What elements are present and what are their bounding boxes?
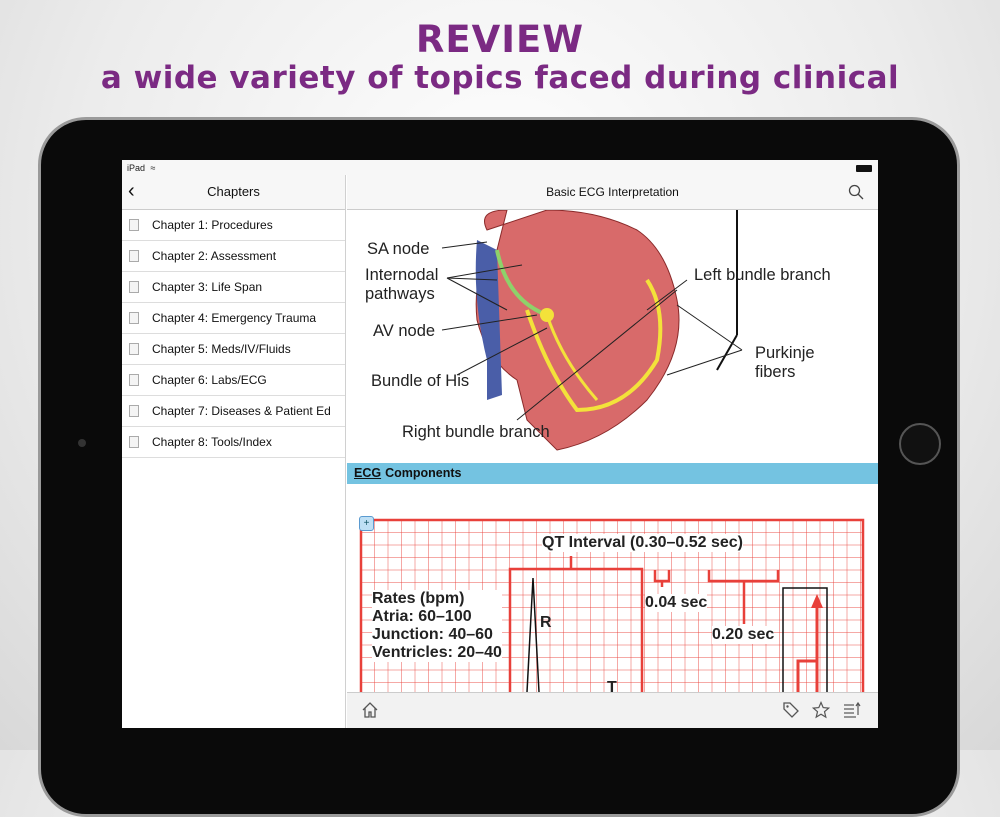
rates-title: Rates (bpm) — [372, 590, 465, 607]
document-icon — [129, 405, 139, 417]
document-icon — [129, 281, 139, 293]
large-box-label: 0.20 sec — [712, 626, 775, 644]
wifi-icon: ≈ — [150, 163, 156, 173]
chapter-row[interactable]: Chapter 1: Procedures — [122, 210, 345, 241]
document-icon — [129, 436, 139, 448]
chapter-row[interactable]: Chapter 4: Emergency Trauma — [122, 303, 345, 334]
document-icon — [129, 312, 139, 324]
chapter-row[interactable]: Chapter 3: Life Span — [122, 272, 345, 303]
banner-subtitle: a wide variety of topics faced during cl… — [100, 60, 900, 96]
ecg-link[interactable]: ECG — [354, 466, 382, 480]
back-chevron-icon[interactable]: ‹ — [128, 180, 135, 202]
rate-junction: Junction: 40–60 — [372, 626, 493, 643]
chapter-label: Chapter 7: Diseases & Patient Ed — [152, 404, 331, 418]
chapter-label: Chapter 4: Emergency Trauma — [152, 311, 317, 325]
status-bar: iPad ≈ — [122, 160, 878, 175]
ecg-grid-mark — [508, 567, 644, 692]
outline-list-icon[interactable] — [843, 701, 861, 724]
ecg-components-figure: + QT Interval (0.30–0.52 sec) Rates (bpm… — [347, 484, 878, 692]
content-title: Basic ECG Interpretation — [546, 185, 679, 199]
document-icon — [129, 250, 139, 262]
heart-conduction-illustration: SA node Internodal pathways AV node Bund… — [347, 210, 878, 463]
rate-atria: Atria: 60–100 — [372, 608, 472, 625]
ecg-grid-mark — [811, 594, 823, 608]
chapter-label: Chapter 2: Assessment — [152, 249, 277, 263]
label-internodal: Internodal pathways — [365, 266, 439, 303]
chapter-label: Chapter 3: Life Span — [152, 280, 263, 294]
search-icon[interactable] — [848, 184, 864, 200]
sidebar-nav: ‹ Chapters — [122, 175, 345, 210]
home-hardware-button[interactable] — [899, 423, 941, 465]
content-nav: Basic ECG Interpretation — [347, 175, 878, 210]
label-left-bundle: Left bundle branch — [694, 266, 831, 284]
banner-title: REVIEW — [415, 18, 585, 61]
ecg-grid-mark — [796, 606, 819, 692]
ecg-grid-mark — [359, 518, 865, 692]
star-icon[interactable] — [811, 700, 831, 724]
chapter-label: Chapter 6: Labs/ECG — [152, 373, 267, 387]
chapter-label: Chapter 5: Meds/IV/Fluids — [152, 342, 291, 356]
document-icon — [129, 374, 139, 386]
rates-box: Rates (bpm) Atria: 60–100 Junction: 40–6… — [372, 590, 502, 662]
bottom-toolbar — [347, 692, 878, 728]
label-av-node: AV node — [373, 322, 436, 340]
battery-icon — [856, 165, 872, 172]
home-icon[interactable] — [361, 701, 379, 724]
r-wave-label: R — [540, 614, 552, 631]
ecg-grid-mark — [653, 570, 671, 587]
chapter-row[interactable]: Chapter 8: Tools/Index — [122, 427, 345, 458]
section-title: Components — [385, 466, 462, 480]
tag-icon[interactable] — [782, 701, 800, 724]
chapter-row[interactable]: Chapter 7: Diseases & Patient Ed — [122, 396, 345, 427]
ecg-grid-mark — [782, 587, 828, 692]
small-box-label: 0.04 sec — [645, 594, 708, 612]
label-bundle-his: Bundle of His — [371, 372, 470, 390]
label-purkinje: Purkinje fibers — [755, 344, 815, 381]
chapter-label: Chapter 1: Procedures — [152, 218, 273, 232]
chapter-row[interactable]: Chapter 2: Assessment — [122, 241, 345, 272]
chapter-row[interactable]: Chapter 5: Meds/IV/Fluids — [122, 334, 345, 365]
ecg-grid-mark — [707, 570, 780, 624]
device-label: iPad — [127, 163, 146, 173]
document-icon — [129, 343, 139, 355]
camera — [78, 439, 86, 447]
label-sa-node: SA node — [367, 240, 430, 258]
heart-drawing — [441, 210, 743, 451]
document-icon — [129, 219, 139, 231]
qt-interval-label: QT Interval (0.30–0.52 sec) — [542, 534, 743, 552]
zoom-image-icon[interactable]: + — [359, 516, 374, 531]
label-right-bundle: Right bundle branch — [402, 423, 550, 441]
t-wave-label: T — [607, 679, 617, 692]
sidebar-title: Chapters — [207, 184, 260, 199]
ecg-grid-mark — [526, 577, 540, 692]
chapter-row[interactable]: Chapter 6: Labs/ECG — [122, 365, 345, 396]
rate-ventricles: Ventricles: 20–40 — [372, 644, 502, 661]
chapter-label: Chapter 8: Tools/Index — [152, 435, 272, 449]
content-pane: Basic ECG Interpretation SA node Interno… — [347, 175, 878, 728]
